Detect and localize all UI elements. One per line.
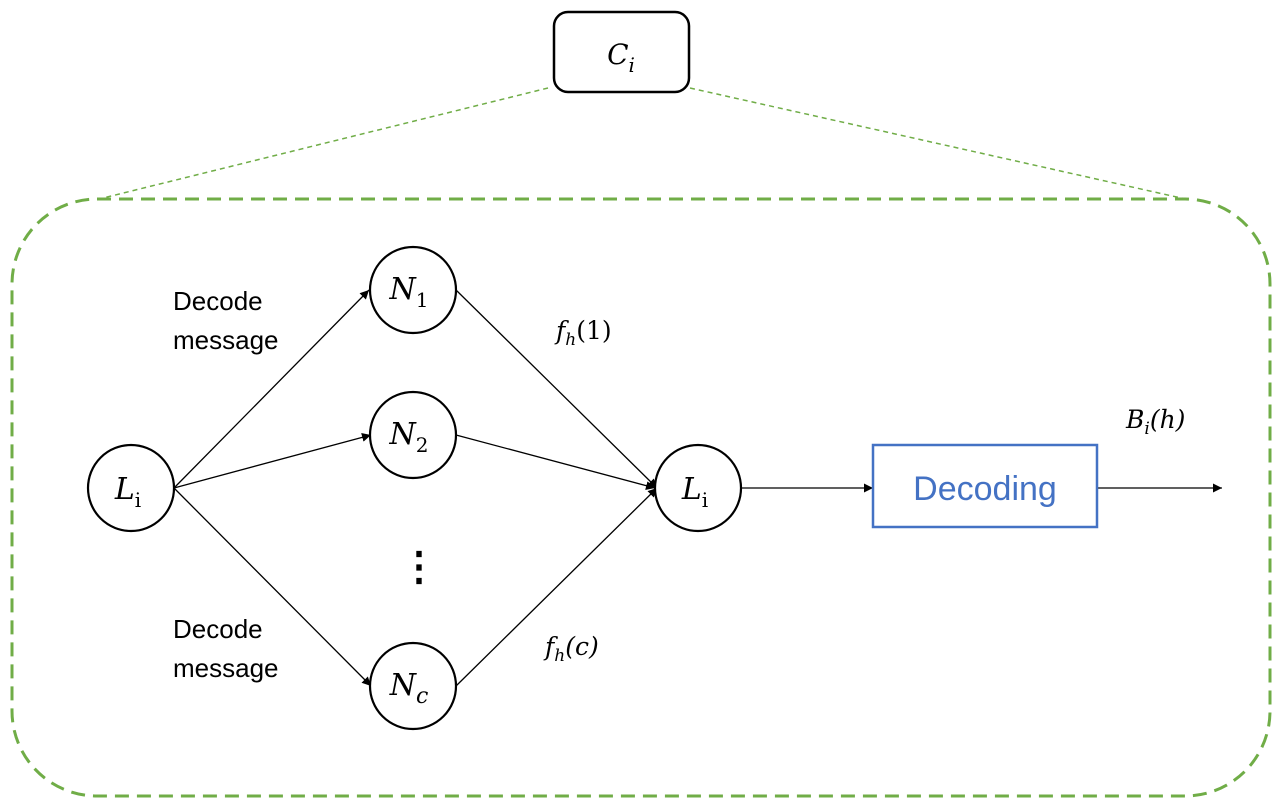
edge-input-to-n2	[173, 432, 372, 489]
neighbor-node-n1-circle	[368, 245, 458, 335]
output-node-li[interactable]: Li	[653, 443, 743, 533]
neighbor-ellipsis: ⋮	[399, 545, 439, 589]
decode-message-top-line2: message	[173, 325, 279, 355]
header-node-ci[interactable]: Ci	[552, 10, 691, 94]
edge-nc-to-output	[455, 487, 658, 687]
input-node-label: Li	[114, 472, 141, 512]
edge-n1-to-output	[455, 289, 658, 489]
b-i-h-label: Bi(h)	[1125, 405, 1185, 439]
expanded-region-border	[10, 197, 1272, 798]
neighbor-node-n2[interactable]: N2	[368, 390, 458, 480]
edge-input-to-n1	[173, 289, 370, 489]
decoding-box[interactable]: Decoding	[871, 443, 1099, 529]
header-node-label: Ci	[607, 38, 635, 77]
header-node-box	[552, 10, 691, 94]
neighbor-node-n1-label: N1	[389, 272, 429, 312]
edge-input-to-nc	[173, 487, 372, 687]
f-h-c-label: fh(c)	[543, 632, 599, 666]
f-h-1-label: fh(1)	[554, 316, 612, 350]
decoding-box-border	[871, 443, 1099, 529]
neighbor-node-n2-label: N2	[389, 417, 429, 457]
decode-message-bottom-line2: message	[173, 653, 279, 683]
decode-message-top-line1: Decode	[173, 286, 263, 316]
neighbor-node-nc-label: Nc	[389, 668, 429, 709]
decoding-box-label: Decoding	[913, 470, 1057, 508]
neighbor-node-n1[interactable]: N1	[368, 245, 458, 335]
neighbor-node-n2-circle	[368, 390, 458, 480]
neighbor-node-nc[interactable]: Nc	[368, 641, 458, 731]
input-node-li[interactable]: Li	[86, 443, 176, 533]
expansion-line-left	[94, 87, 549, 201]
neighbor-node-nc-circle	[368, 641, 458, 731]
edge-n2-to-output	[455, 434, 656, 491]
output-node-label: Li	[681, 472, 708, 512]
output-node-circle	[653, 443, 743, 533]
expansion-line-right	[689, 87, 1191, 201]
decode-message-bottom-line1: Decode	[173, 614, 263, 644]
input-node-circle	[86, 443, 176, 533]
